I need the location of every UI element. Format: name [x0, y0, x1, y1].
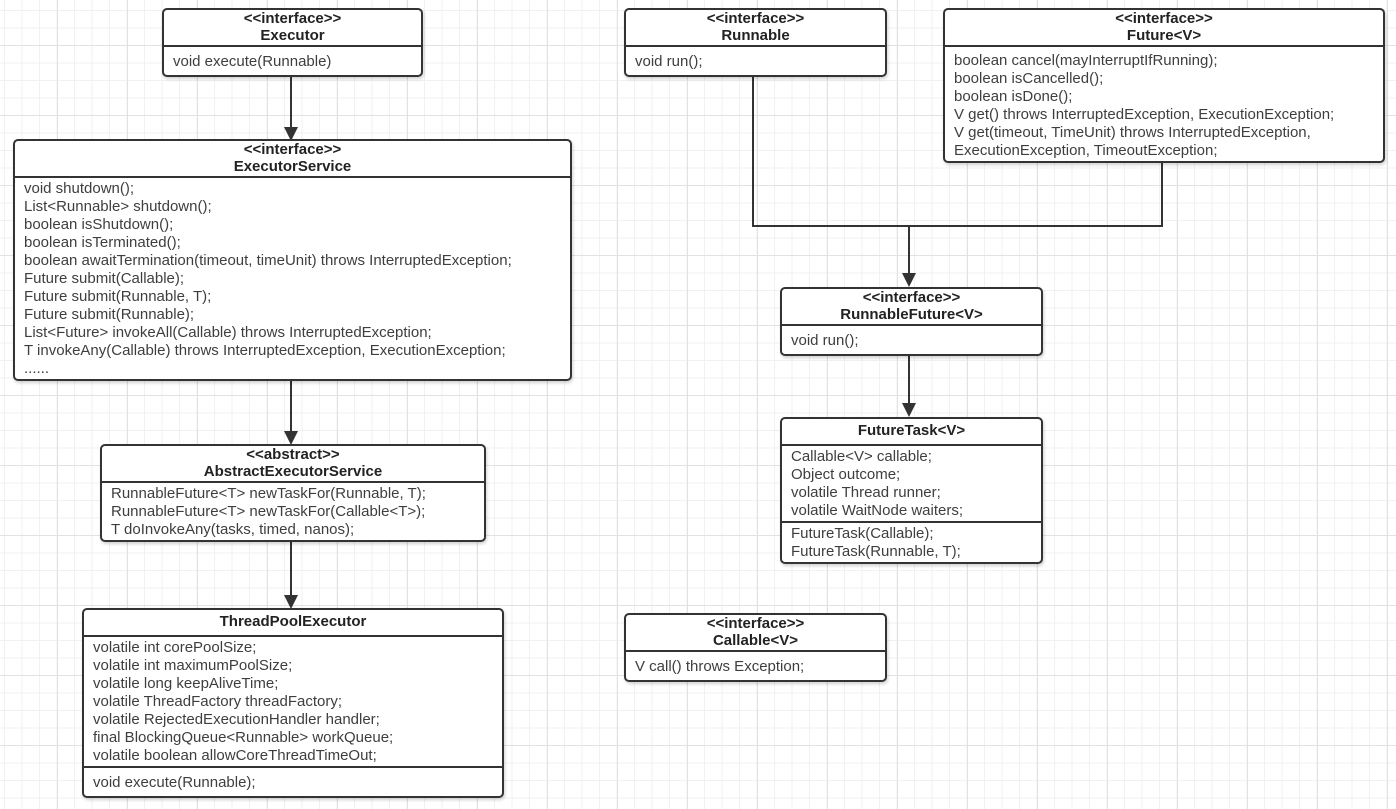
class-box-abstractexecutorservice[interactable]: <<abstract>> AbstractExecutorService Run…: [100, 444, 486, 542]
class-members: boolean cancel(mayInterruptIfRunning);bo…: [945, 45, 1383, 161]
member-line: ......: [24, 360, 50, 377]
class-stereotype: <<interface>>: [1115, 10, 1213, 27]
class-stereotype: <<interface>>: [243, 10, 342, 27]
class-name: ExecutorService: [233, 157, 352, 175]
class-name: Future<V>: [1126, 26, 1202, 44]
class-header: <<interface>> Executor: [164, 10, 421, 45]
member-line: boolean isShutdown();: [24, 216, 174, 233]
member-line: void execute(Runnable): [173, 53, 332, 70]
class-name: Executor: [260, 26, 325, 44]
member-line: volatile ThreadFactory threadFactory;: [93, 692, 343, 710]
member-line: Future submit(Runnable);: [24, 306, 195, 323]
member-line: volatile Thread runner;: [791, 483, 941, 501]
class-members: V call() throws Exception;: [626, 650, 885, 680]
member-line: final BlockingQueue<Runnable> workQueue;: [93, 728, 394, 746]
member-line: volatile boolean allowCoreThreadTimeOut;: [93, 746, 377, 764]
member-line: Future submit(Callable);: [24, 270, 185, 287]
member-line: Future submit(Runnable, T);: [24, 288, 212, 305]
class-name: Callable<V>: [712, 631, 799, 649]
class-header: ThreadPoolExecutor: [84, 610, 502, 635]
member-line: V get() throws InterruptedException, Exe…: [954, 106, 1335, 123]
class-stereotype: <<interface>>: [862, 289, 961, 306]
arrow-head-icon: [284, 431, 298, 445]
arrow-line-future-drop: [1161, 157, 1163, 227]
member-line: List<Runnable> shutdown();: [24, 198, 212, 215]
member-line: List<Future> invokeAll(Callable) throws …: [24, 324, 432, 341]
class-box-futuretask[interactable]: FutureTask<V> Callable<V> callable;Objec…: [780, 417, 1043, 564]
member-line: boolean cancel(mayInterruptIfRunning);: [954, 52, 1218, 69]
class-box-threadpoolexecutor[interactable]: ThreadPoolExecutor volatile int corePool…: [82, 608, 504, 798]
member-line: void shutdown();: [24, 180, 135, 197]
arrow-line: [908, 349, 910, 405]
class-stereotype: <<interface>>: [706, 615, 805, 632]
class-members: void run();: [782, 324, 1041, 354]
arrow-head-icon: [902, 403, 916, 417]
member-line: void run();: [635, 53, 703, 70]
class-box-executorservice[interactable]: <<interface>> ExecutorService void shutd…: [13, 139, 572, 381]
class-header: <<interface>> ExecutorService: [15, 141, 570, 176]
arrow-line-stem: [908, 225, 910, 275]
class-box-runnablefuture[interactable]: <<interface>> RunnableFuture<V> void run…: [780, 287, 1043, 356]
arrow-line-horizontal: [752, 225, 1163, 227]
class-stereotype: <<interface>>: [706, 10, 805, 27]
member-line: FutureTask(Callable);: [791, 524, 934, 542]
class-header: <<interface>> Runnable: [626, 10, 885, 45]
class-header: <<interface>> RunnableFuture<V>: [782, 289, 1041, 324]
arrow-line: [290, 372, 292, 432]
member-line: volatile WaitNode waiters;: [791, 501, 964, 519]
member-line: FutureTask(Runnable, T);: [791, 542, 961, 560]
class-members: void shutdown();List<Runnable> shutdown(…: [15, 176, 570, 379]
member-line: volatile RejectedExecutionHandler handle…: [93, 710, 380, 728]
class-stereotype: <<abstract>>: [246, 446, 340, 463]
member-line: RunnableFuture<T> newTaskFor(Callable<T>…: [111, 503, 426, 520]
class-members: RunnableFuture<T> newTaskFor(Runnable, T…: [102, 481, 484, 540]
class-header: <<interface>> Future<V>: [945, 10, 1383, 45]
class-box-callable[interactable]: <<interface>> Callable<V> V call() throw…: [624, 613, 887, 682]
class-members: void execute(Runnable): [164, 45, 421, 75]
class-name: FutureTask<V>: [857, 422, 966, 439]
member-line: boolean isDone();: [954, 88, 1073, 105]
member-line: volatile int corePoolSize;: [93, 638, 257, 656]
member-line: V get(timeout, TimeUnit) throws Interrup…: [954, 124, 1311, 141]
member-line: volatile int maximumPoolSize;: [93, 656, 293, 674]
member-line: void execute(Runnable);: [93, 773, 256, 791]
member-line: boolean isCancelled();: [954, 70, 1104, 87]
member-line: ExecutionException, TimeoutException;: [954, 142, 1218, 159]
member-line: void run();: [791, 332, 859, 349]
member-line: Callable<V> callable;: [791, 447, 932, 465]
member-line: Object outcome;: [791, 465, 901, 483]
class-header: <<abstract>> AbstractExecutorService: [102, 446, 484, 481]
member-line: V call() throws Exception;: [635, 658, 805, 675]
class-methods: void execute(Runnable);: [84, 765, 502, 796]
class-fields: volatile int corePoolSize;volatile int m…: [84, 634, 502, 766]
member-line: T invokeAny(Callable) throws Interrupted…: [24, 342, 506, 359]
member-line: volatile long keepAliveTime;: [93, 674, 279, 692]
class-box-runnable[interactable]: <<interface>> Runnable void run();: [624, 8, 887, 77]
member-line: RunnableFuture<T> newTaskFor(Runnable, T…: [111, 485, 426, 502]
class-name: RunnableFuture<V>: [840, 305, 983, 323]
arrow-head-icon: [902, 273, 916, 287]
arrow-line: [290, 533, 292, 596]
class-header: <<interface>> Callable<V>: [626, 615, 885, 650]
member-line: boolean awaitTermination(timeout, timeUn…: [24, 252, 512, 269]
class-header: FutureTask<V>: [782, 419, 1041, 444]
arrow-head-icon: [284, 595, 298, 609]
arrow-line-runnable-drop: [752, 70, 754, 227]
class-stereotype: <<interface>>: [243, 141, 342, 158]
arrow-line: [290, 68, 292, 129]
member-line: boolean isTerminated();: [24, 234, 181, 251]
class-methods: FutureTask(Callable);FutureTask(Runnable…: [782, 520, 1041, 562]
class-name: AbstractExecutorService: [203, 462, 383, 480]
class-name: Runnable: [721, 26, 790, 44]
arrow-head-icon: [284, 127, 298, 141]
class-name: ThreadPoolExecutor: [219, 613, 367, 630]
class-box-executor[interactable]: <<interface>> Executor void execute(Runn…: [162, 8, 423, 77]
class-box-future[interactable]: <<interface>> Future<V> boolean cancel(m…: [943, 8, 1385, 163]
member-line: T doInvokeAny(tasks, timed, nanos);: [111, 521, 355, 538]
class-members: void run();: [626, 45, 885, 75]
class-fields: Callable<V> callable;Object outcome;vola…: [782, 443, 1041, 521]
